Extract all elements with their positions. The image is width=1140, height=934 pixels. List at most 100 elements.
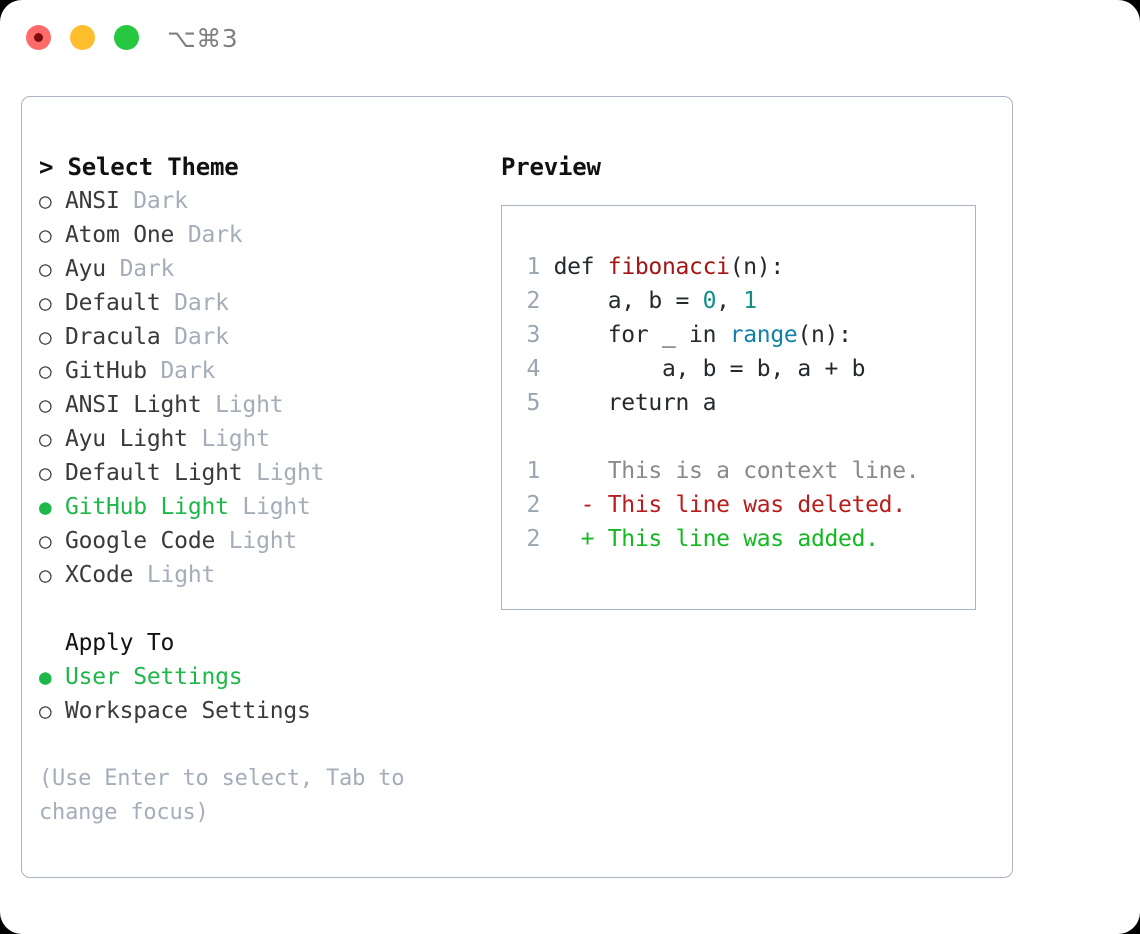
radio-unselected-icon: ○ xyxy=(39,257,52,281)
diff-line-del: 2 - This line was deleted. xyxy=(516,488,969,522)
theme-variant-tag: Light xyxy=(215,528,298,554)
apply-to-option-label: User Settings xyxy=(65,664,243,690)
theme-option-list[interactable]: ○ANSI Dark○Atom One Dark○Ayu Dark○Defaul… xyxy=(39,184,479,592)
radio-unselected-icon: ○ xyxy=(39,393,52,417)
apply-to-option-1[interactable]: ○ Workspace Settings xyxy=(39,694,479,728)
code-line: 2 a, b = 0, 1 xyxy=(516,284,969,318)
radio-unselected-icon: ○ xyxy=(39,325,52,349)
theme-option-10[interactable]: ○ Google Code Light xyxy=(39,524,479,558)
theme-picker-column: > Select Theme ○ANSI Dark○Atom One Dark○… xyxy=(39,150,479,830)
theme-variant-tag: Dark xyxy=(160,290,229,316)
theme-option-label: Atom One xyxy=(65,222,175,248)
minimize-button-icon[interactable] xyxy=(70,25,95,50)
code-token-call: range xyxy=(729,322,798,348)
preview-column: Preview 1 def fibonacci(n):2 a, b = 0, 1… xyxy=(501,150,1001,610)
theme-option-5[interactable]: ○GitHub Dark xyxy=(39,354,479,388)
code-token-plain: , xyxy=(716,288,744,314)
code-line: 5 return a xyxy=(516,386,969,420)
code-line-gutter-space xyxy=(540,356,554,382)
diff-sample-block: 1 This is a context line.2 - This line w… xyxy=(516,454,969,556)
radio-unselected-icon: ○ xyxy=(39,563,52,587)
traffic-lights xyxy=(26,25,139,50)
code-token-plain: a, b = xyxy=(553,288,703,314)
code-line: 4 a, b = b, a + b xyxy=(516,352,969,386)
diff-line-ctx: 1 This is a context line. xyxy=(516,454,969,488)
theme-option-label: Ayu xyxy=(65,256,106,282)
diff-line-text: - This line was deleted. xyxy=(540,492,906,518)
theme-variant-tag: Light xyxy=(228,494,311,520)
code-token-plain: for _ in xyxy=(553,322,730,348)
diff-line-add: 2 + This line was added. xyxy=(516,522,969,556)
diff-line-number: 2 xyxy=(526,526,540,552)
theme-variant-tag: Light xyxy=(242,460,325,486)
radio-unselected-icon: ○ xyxy=(39,529,52,553)
theme-variant-tag: Light xyxy=(201,392,284,418)
radio-unselected-icon: ○ xyxy=(39,461,52,485)
theme-option-label: Ayu Light xyxy=(65,426,188,452)
select-theme-header: > Select Theme xyxy=(39,153,239,181)
code-token-plain: return a xyxy=(553,390,717,416)
theme-option-2[interactable]: ○ Ayu Dark xyxy=(39,252,479,286)
code-token-plain: (n): xyxy=(797,322,852,348)
code-line-number: 2 xyxy=(526,288,540,314)
maximize-button-icon[interactable] xyxy=(114,25,139,50)
code-line-number: 1 xyxy=(526,254,540,280)
theme-option-3[interactable]: ○ Default Dark xyxy=(39,286,479,320)
theme-variant-tag: Light xyxy=(187,426,270,452)
code-line: 1 def fibonacci(n): xyxy=(516,250,969,284)
code-token-plain: a, b = b, a + b xyxy=(553,356,866,382)
radio-selected-icon: ● xyxy=(39,665,52,689)
theme-option-0[interactable]: ○ANSI Dark xyxy=(39,184,479,218)
theme-variant-tag: Dark xyxy=(174,222,243,248)
code-token-num: 0 xyxy=(702,288,717,314)
code-line: 3 for _ in range(n): xyxy=(516,318,969,352)
apply-to-section: Apply To ● User Settings ○ Workspace Settin… xyxy=(39,626,479,728)
theme-option-6[interactable]: ○ ANSI Light Light xyxy=(39,388,479,422)
apply-to-title: Apply To xyxy=(65,630,175,656)
theme-option-label: GitHub Light xyxy=(65,494,229,520)
code-diff-spacer xyxy=(516,420,969,454)
theme-option-4[interactable]: ○Dracula Dark xyxy=(39,320,479,354)
theme-variant-tag: Dark xyxy=(105,256,175,282)
diff-line-number: 2 xyxy=(526,492,540,518)
theme-variant-tag: Dark xyxy=(160,324,229,350)
theme-variant-tag: Dark xyxy=(146,358,216,384)
theme-option-label: ANSI Light xyxy=(65,392,202,418)
theme-option-label: GitHub xyxy=(65,358,147,384)
theme-option-label: Default xyxy=(65,290,161,316)
code-token-plain: (n): xyxy=(729,254,785,280)
theme-option-9[interactable]: ● GitHub Light Light xyxy=(39,490,479,524)
title-bar: ⌥⌘3 xyxy=(0,0,1140,78)
radio-unselected-icon: ○ xyxy=(39,699,52,723)
theme-variant-tag: Light xyxy=(133,562,216,588)
theme-option-label: Default Light xyxy=(65,460,243,486)
radio-selected-icon: ● xyxy=(39,495,52,519)
code-line-gutter-space xyxy=(540,254,554,280)
code-line-gutter-space xyxy=(540,288,554,314)
theme-option-7[interactable]: ○Ayu Light Light xyxy=(39,422,479,456)
theme-option-1[interactable]: ○Atom One Dark xyxy=(39,218,479,252)
code-line-number: 4 xyxy=(526,356,540,382)
preview-title: Preview xyxy=(501,153,601,181)
code-token-plain: def xyxy=(553,254,608,280)
apply-to-option-list[interactable]: ● User Settings ○ Workspace Settings xyxy=(39,660,479,728)
close-button-icon[interactable] xyxy=(26,25,51,50)
code-line-gutter-space xyxy=(540,390,554,416)
radio-unselected-icon: ○ xyxy=(39,291,52,315)
theme-option-8[interactable]: ○ Default Light Light xyxy=(39,456,479,490)
theme-option-11[interactable]: ○XCode Light xyxy=(39,558,479,592)
diff-line-text: This is a context line. xyxy=(540,458,920,484)
diff-line-number: 1 xyxy=(526,458,540,484)
theme-option-label: Google Code xyxy=(65,528,216,554)
radio-unselected-icon: ○ xyxy=(39,189,52,213)
theme-option-label: ANSI xyxy=(65,188,120,214)
code-token-num: 1 xyxy=(743,288,757,314)
code-line-number: 5 xyxy=(526,390,540,416)
apply-to-option-0[interactable]: ● User Settings xyxy=(39,660,479,694)
main-panel: > Select Theme ○ANSI Dark○Atom One Dark○… xyxy=(21,96,1013,878)
apply-to-option-label: Workspace Settings xyxy=(65,698,311,724)
keyboard-hint-text: (Use Enter to select, Tab to change focu… xyxy=(39,766,405,825)
